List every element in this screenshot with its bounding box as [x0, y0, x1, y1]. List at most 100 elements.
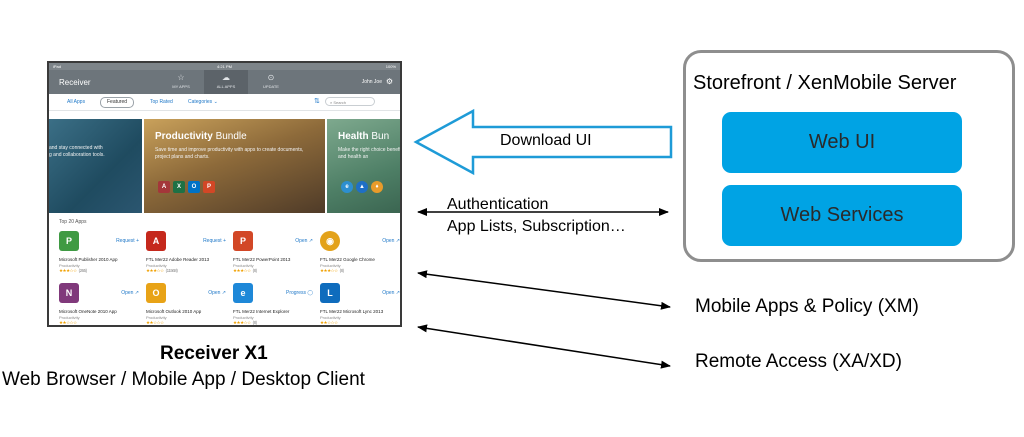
banner-title-bold: Productivity — [155, 131, 213, 142]
app-tile-outlook[interactable]: O Open ↗ Microsoft Outlook 2010 App Prod… — [146, 283, 232, 325]
lync-icon: L — [320, 283, 340, 303]
request-button[interactable]: Request + — [203, 238, 226, 244]
rating-count: (11568) — [165, 268, 178, 273]
ie-icon: e — [341, 181, 353, 193]
app-category: Productivity — [59, 315, 80, 320]
tab-my-apps[interactable]: ☆ MY APPS — [159, 70, 203, 94]
cloud-icon: ☁ — [222, 73, 230, 82]
banner-productivity[interactable]: Productivity Bundle Save time and improv… — [144, 119, 325, 213]
user-name[interactable]: John Joe — [361, 79, 382, 85]
status-battery: 100% — [385, 64, 396, 69]
app-category: Productivity — [59, 263, 80, 268]
app-title: Receiver — [59, 78, 91, 87]
app-rating: ★★★☆☆(265) — [59, 268, 87, 274]
stars: ★★★☆☆ — [233, 268, 251, 273]
status-left: iPad — [53, 64, 62, 69]
app-tile-lync[interactable]: L Open ↗ FTL Mer22 Microsoft Lync 2013 P… — [320, 283, 400, 325]
app-tile-chrome[interactable]: ◉ Open ↗ FTL Mer22 Google Chrome Product… — [320, 231, 400, 279]
tab-label: MY APPS — [172, 84, 190, 89]
adobe-reader-icon: A — [146, 231, 166, 251]
web-services-box: Web Services — [722, 185, 962, 246]
tab-all-apps[interactable]: ☁ ALL APPS — [204, 70, 248, 94]
featured-banners: and stay connected with g and collaborat… — [49, 119, 400, 213]
open-button[interactable]: Open ↗ — [382, 238, 400, 244]
powerpoint-icon: P — [203, 181, 215, 193]
publisher-icon: P — [59, 231, 79, 251]
app-category: Productivity — [320, 263, 341, 268]
app-category: Productivity — [146, 263, 167, 268]
stars: ★★☆☆☆ — [146, 320, 164, 325]
app-rating: ★★☆☆☆ — [320, 320, 340, 325]
web-ui-box: Web UI — [722, 112, 962, 173]
app-tile-internet-explorer[interactable]: e Progress ◯ FTL Mer22 Internet Explorer… — [233, 283, 319, 325]
app-rating: ★★★☆☆(8) — [233, 268, 257, 274]
filter-categories[interactable]: Categories ⌄ — [188, 99, 218, 105]
app-tile-onenote[interactable]: N Open ↗ Microsoft OneNote 2010 App Prod… — [59, 283, 145, 325]
banner-app-icons: e▲♦ — [341, 175, 386, 193]
banner-title-bold: Health — [338, 131, 369, 142]
rating-count: (265) — [78, 268, 88, 273]
gear-icon[interactable]: ⚙ — [385, 77, 393, 86]
auth-line-1: Authentication — [447, 196, 549, 213]
banner-description: Make the right choice benefits and healt… — [338, 147, 402, 160]
status-time: 4:21 PM — [217, 64, 232, 69]
stars: ★★☆☆☆ — [59, 320, 77, 325]
outlook-icon: O — [188, 181, 200, 193]
app-rating: ★★★☆☆(11568) — [146, 268, 178, 274]
app-category: Productivity — [233, 315, 254, 320]
app-name: FTL Mer22 Internet Explorer — [233, 309, 290, 314]
app-rating: ★★★☆☆(8) — [233, 320, 258, 325]
app-category: Productivity — [233, 263, 254, 268]
app-tile-publisher[interactable]: P Request + Microsoft Publisher 2010 App… — [59, 231, 145, 279]
server-title: Storefront / XenMobile Server — [693, 72, 957, 94]
update-icon: ⊙ — [267, 73, 275, 82]
app-name: FTL Mer22 Google Chrome — [320, 257, 375, 262]
open-button[interactable]: Open ↗ — [208, 290, 226, 296]
tab-update[interactable]: ⊙ UPDATE — [249, 70, 293, 94]
app-tile-powerpoint[interactable]: P Open ↗ FTL Mer22 PowerPoint 2013 Produ… — [233, 231, 319, 279]
app-icon: ▲ — [356, 181, 368, 193]
app-tile-adobe-reader[interactable]: A Request + FTL Mer22 Adobe Reader 2013 … — [146, 231, 232, 279]
banner-title-rest: Bundle — [212, 131, 247, 142]
auth-line-2: App Lists, Subscription… — [447, 218, 626, 235]
banner-title-rest: Bun — [368, 131, 390, 142]
filter-featured[interactable]: Featured — [100, 97, 135, 108]
filter-top-rated[interactable]: Top Rated — [150, 99, 173, 105]
app-name: FTL Mer22 Microsoft Lync 2013 — [320, 309, 384, 314]
remote-access-label: Remote Access (XA/XD) — [695, 351, 902, 372]
request-button[interactable]: Request + — [116, 238, 139, 244]
receiver-screenshot: iPad 4:21 PM 100% Receiver ☆ MY APPS ☁ A… — [47, 61, 402, 327]
banner-description: and stay connected with g and collaborat… — [49, 145, 105, 158]
banner-title: Health Bun — [338, 131, 389, 142]
app-name: Microsoft OneNote 2010 App — [59, 309, 117, 314]
banner-title: Productivity Bundle — [155, 131, 247, 142]
remote-access-arrow — [417, 324, 671, 369]
banner-left[interactable]: and stay connected with g and collaborat… — [49, 119, 142, 213]
outlook-icon: O — [146, 283, 166, 303]
internet-explorer-icon: e — [233, 283, 253, 303]
search-input[interactable]: ⌕ Search — [325, 97, 375, 106]
receiver-caption-title: Receiver X1 — [160, 343, 268, 364]
rating-count: (8) — [339, 268, 345, 273]
app-name: FTL Mer22 Adobe Reader 2013 — [146, 257, 210, 262]
sort-icon[interactable]: ⇅ — [314, 98, 320, 105]
section-title: Top 20 Apps — [59, 219, 87, 225]
banner-health[interactable]: Health Bun Make the right choice benefit… — [327, 119, 402, 213]
app-category: Productivity — [146, 315, 167, 320]
app-name: FTL Mer22 PowerPoint 2013 — [233, 257, 291, 262]
app-name: Microsoft Publisher 2010 App — [59, 257, 118, 262]
rating-count: (8) — [252, 320, 258, 325]
open-button[interactable]: Open ↗ — [121, 290, 139, 296]
receiver-topbar: Receiver ☆ MY APPS ☁ ALL APPS ⊙ UPDATE J… — [49, 70, 400, 94]
open-button[interactable]: Open ↗ — [295, 238, 313, 244]
app-rating: ★★★☆☆(8) — [320, 268, 344, 274]
rating-count: (8) — [252, 268, 258, 273]
star-icon: ☆ — [177, 73, 185, 82]
filter-all-apps[interactable]: All Apps — [67, 99, 86, 105]
download-arrow — [413, 108, 673, 176]
stars: ★★★☆☆ — [59, 268, 77, 273]
chrome-icon: ◉ — [320, 231, 340, 251]
open-button[interactable]: Open ↗ — [382, 290, 400, 296]
progress-indicator: Progress ◯ — [286, 290, 313, 296]
